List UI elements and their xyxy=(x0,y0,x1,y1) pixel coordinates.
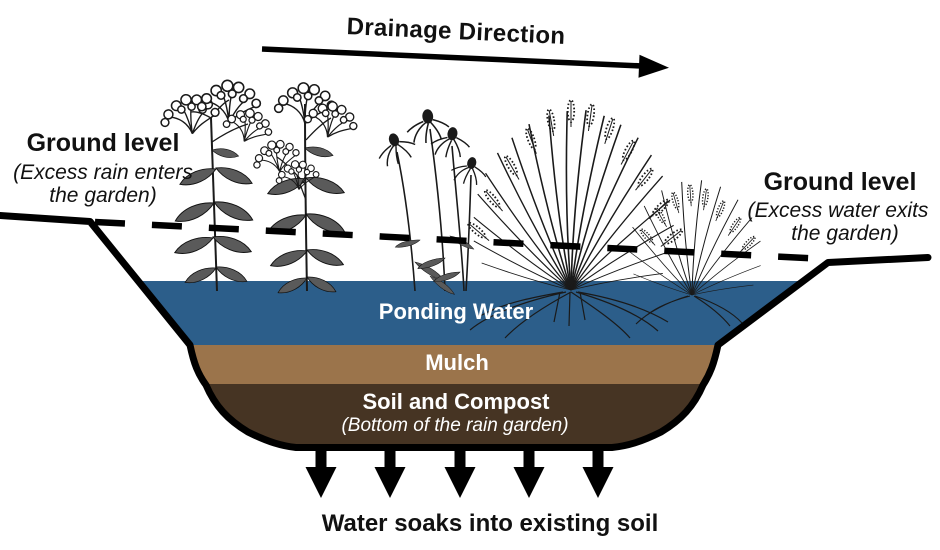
down-arrow-icon xyxy=(444,448,476,498)
small-grass-clump-icon xyxy=(624,179,761,327)
down-arrow-icon xyxy=(374,448,406,498)
ground-level-left-note-line1: (Excess rain enters xyxy=(13,161,193,184)
ground-level-right-note-line1: (Excess water exits xyxy=(747,199,929,222)
milkweed-plant-icon xyxy=(156,79,277,292)
soil-compost-label: Soil and Compost xyxy=(362,389,550,414)
ponding-water-layer xyxy=(139,281,803,345)
ground-level-left-note-line2: the garden) xyxy=(49,184,157,207)
ground-and-basin-outline xyxy=(0,212,932,451)
plants xyxy=(156,79,761,339)
coneflower-group-icon xyxy=(372,107,491,298)
down-arrow-icon xyxy=(513,448,545,498)
ground-level-right-note-line2: the garden) xyxy=(791,222,899,245)
soil-compost-layer xyxy=(205,384,703,446)
soil-compost-note: (Bottom of the rain garden) xyxy=(341,415,569,436)
basin-layers xyxy=(139,281,803,446)
down-arrow-icon xyxy=(305,448,337,498)
large-grass-clump-icon xyxy=(465,99,685,339)
drainage-direction-arrow-icon xyxy=(261,46,669,78)
seepage-arrows xyxy=(305,448,614,498)
mulch-layer xyxy=(190,345,716,384)
mulch-label: Mulch xyxy=(425,350,489,375)
ponding-water-label: Ponding Water xyxy=(378,299,534,324)
milkweed-plant-icon xyxy=(248,82,362,299)
ground-level-left-heading: Ground level xyxy=(26,129,180,157)
bottom-caption: Water soaks into existing soil xyxy=(321,510,659,537)
ground-level-right-heading: Ground level xyxy=(763,168,917,196)
down-arrow-icon xyxy=(582,448,614,498)
ground-level-dashed-line xyxy=(94,218,826,263)
